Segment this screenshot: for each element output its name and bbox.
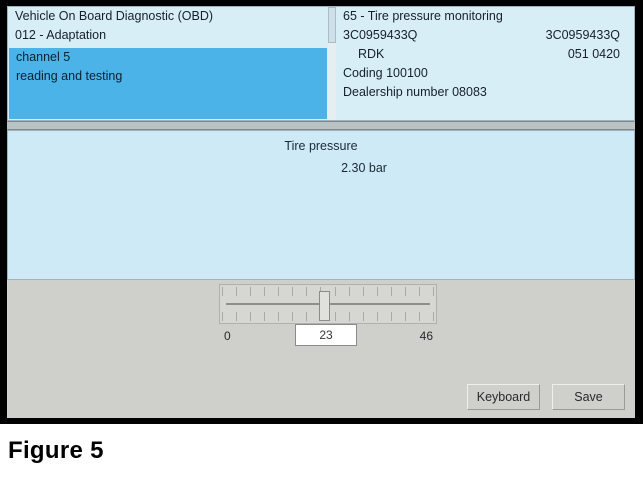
part-number-right: 3C0959433Q (545, 28, 620, 42)
coding-spacer (620, 64, 626, 83)
part-number-row: 3C0959433Q 3C0959433Q (336, 26, 634, 45)
right-info-panel: 65 - Tire pressure monitoring 3C0959433Q… (336, 6, 635, 121)
dealership-spacer (620, 83, 626, 102)
scrollbar-thumb[interactable] (328, 7, 336, 43)
slider-track[interactable] (219, 284, 437, 324)
diagnostic-screen: Vehicle On Board Diagnostic (OBD) 012 - … (7, 6, 635, 418)
measurement-label: Tire pressure (284, 139, 358, 153)
figure-caption: Figure 5 (8, 437, 104, 464)
system-name-row: RDK 051 0420 (336, 45, 634, 64)
adaptation-function: 012 - Adaptation (15, 28, 107, 42)
device-frame: Vehicle On Board Diagnostic (OBD) 012 - … (0, 0, 643, 424)
system-name-left: RDK (358, 47, 385, 61)
coding-value: Coding 100100 (343, 66, 428, 80)
slider-scale-row: 0 23 46 (219, 324, 437, 350)
panel-separator-bar (7, 121, 635, 130)
slider-ticks-bottom (222, 312, 434, 321)
slider-thumb[interactable] (319, 291, 330, 321)
slider-min-label: 0 (224, 329, 231, 343)
part-number-left: 3C0959433Q (343, 28, 418, 42)
dealership-number: Dealership number 08083 (343, 85, 487, 99)
slider-value-input[interactable]: 23 (295, 324, 357, 346)
system-version-right: 051 0420 (567, 47, 620, 61)
keyboard-button[interactable]: Keyboard (467, 384, 540, 410)
module-title: 65 - Tire pressure monitoring (336, 7, 634, 26)
channel-mode-label: reading and testing (16, 69, 123, 83)
adaptation-slider[interactable] (219, 284, 437, 326)
slider-max-label: 46 (419, 329, 433, 343)
channel-label: channel 5 (16, 50, 71, 64)
module-title-text: 65 - Tire pressure monitoring (343, 9, 503, 23)
coding-row: Coding 100100 (336, 64, 634, 83)
obd-title: Vehicle On Board Diagnostic (OBD) (15, 9, 214, 23)
selected-channel-block[interactable]: channel 5 reading and testing (9, 48, 327, 119)
measurement-value: 2.30 bar (341, 161, 387, 175)
measurement-display-area: Tire pressure 2.30 bar (7, 130, 635, 280)
control-area: 0 23 46 Keyboard Save (7, 280, 635, 418)
top-info-region: Vehicle On Board Diagnostic (OBD) 012 - … (7, 6, 635, 121)
save-button[interactable]: Save (552, 384, 625, 410)
dealership-row: Dealership number 08083 (336, 83, 634, 102)
left-info-panel: Vehicle On Board Diagnostic (OBD) 012 - … (7, 6, 328, 121)
action-button-row: Keyboard Save (467, 384, 625, 410)
panel-scrollbar[interactable] (328, 6, 336, 121)
